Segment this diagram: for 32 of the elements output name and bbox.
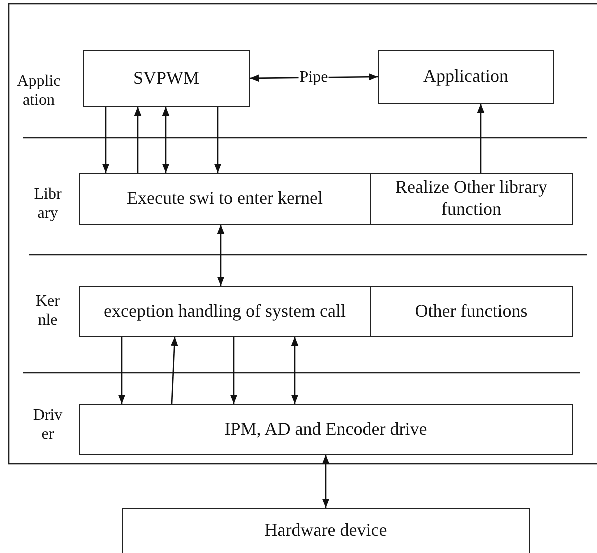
arrow: [322, 455, 330, 508]
box-label: IPM, AD and Encoder drive: [224, 418, 428, 440]
arrow: [477, 104, 485, 173]
arrow: [291, 337, 299, 404]
arrow: [230, 337, 238, 404]
layer-label: Libr ary: [33, 185, 63, 224]
box-label: Application: [424, 66, 508, 88]
layer-label: Applic ation: [17, 72, 61, 110]
process-box: [122, 508, 530, 553]
process-box: [79, 286, 371, 337]
layer-label: Driv er: [32, 406, 64, 444]
arrow: [102, 107, 110, 173]
process-box: [79, 404, 573, 455]
arrow: [118, 337, 126, 404]
box-label: exception handling of system call: [104, 300, 346, 322]
box-label: Execute swi to enter kernel: [127, 188, 323, 210]
box-label: Hardware device: [264, 520, 388, 542]
process-box: [370, 173, 573, 225]
layer-label: Ker nle: [35, 292, 61, 330]
box-label: SVPWM: [133, 68, 200, 90]
process-box: [79, 173, 371, 225]
box-label: Realize Other library function: [394, 177, 548, 221]
arrow: [134, 107, 142, 173]
edge-label: Pipe: [298, 68, 330, 87]
arrow: [214, 107, 222, 173]
arrow: [171, 336, 178, 404]
process-box: [378, 50, 554, 104]
process-box: [83, 50, 250, 107]
arrow: [217, 225, 225, 286]
process-box: [370, 286, 573, 337]
box-label: Other functions: [415, 300, 528, 322]
arrow: [162, 107, 170, 173]
